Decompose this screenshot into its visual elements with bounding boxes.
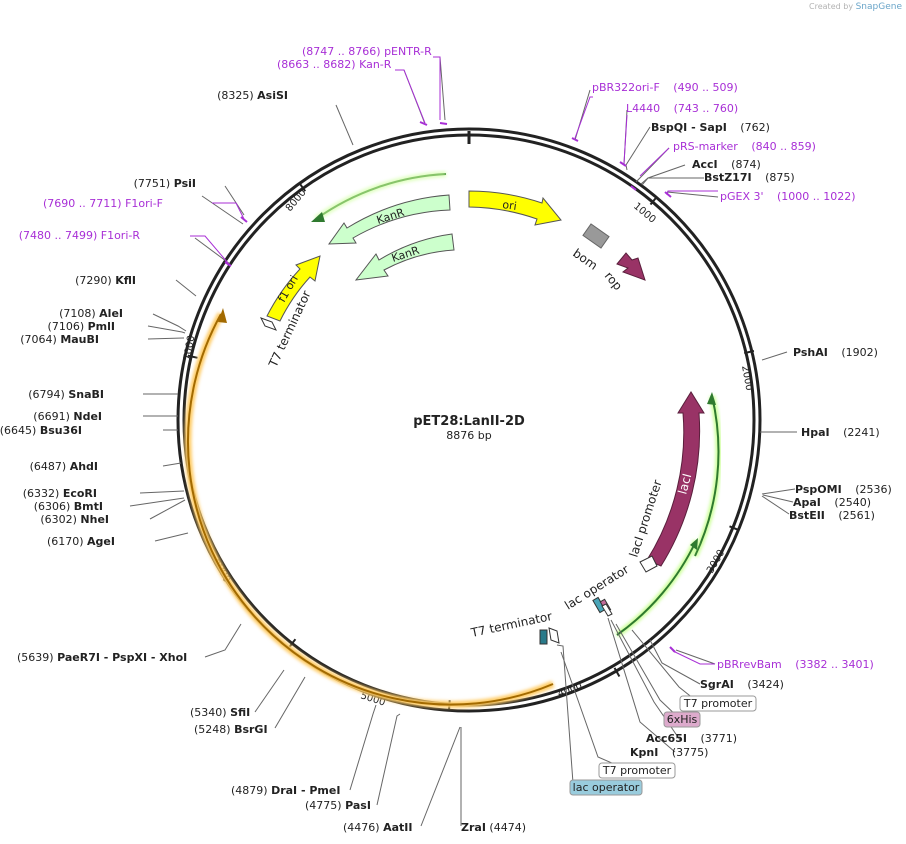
snapgene-credit: Created by SnapGene <box>809 2 902 12</box>
laci-label: lacI <box>675 472 694 496</box>
t7-promoter-box-1[interactable] <box>679 695 757 712</box>
rop-label: rop <box>602 269 625 293</box>
top-labels: (8747 .. 8766) pENTR-R (8663 .. 8682) Ka… <box>277 45 432 71</box>
label-ndei[interactable]: (6691) NdeI <box>33 410 102 423</box>
label-pshai[interactable]: PshAI (1902) <box>793 346 878 359</box>
ori-label: ori <box>502 198 518 213</box>
lac-operator-box[interactable] <box>569 779 643 796</box>
label-pgex3[interactable]: pGEX 3' (1000 .. 1022) <box>720 190 856 203</box>
label-psii[interactable]: (7751) PsiI <box>134 177 196 190</box>
t7-promoter-small-marker <box>601 603 613 617</box>
label-prs-marker[interactable]: pRS-marker (840 .. 859) <box>673 140 816 153</box>
kanr-outer-arrowhead <box>311 212 325 222</box>
label-kfli[interactable]: (7290) KflI <box>75 274 136 287</box>
label-alei[interactable]: (7108) AleI <box>59 307 123 320</box>
t7-promoter-box-1-text: T7 promoter <box>683 697 753 710</box>
t7-terminator-lower-feature <box>539 629 548 645</box>
label-l4440[interactable]: L4440 (743 .. 760) <box>626 102 738 115</box>
laci-promoter-arc <box>694 395 720 557</box>
t7-promoter-arrowhead <box>690 538 698 550</box>
label-asisi[interactable]: (8325) AsiSI <box>217 89 288 102</box>
t7-terminator-lower-marker <box>548 627 560 644</box>
lac-operator-box-text: lac operator <box>573 781 640 794</box>
laci-feature <box>646 391 705 567</box>
label-acci[interactable]: AccI (874) <box>692 158 761 171</box>
kanr-2-label: KanR <box>390 244 421 265</box>
label-snabi[interactable]: (6794) SnaBI <box>28 388 104 401</box>
tick-label-7000: 7000 <box>182 335 197 362</box>
label-pasi[interactable]: (4775) PasI <box>305 799 371 812</box>
backbone-ring-outer <box>176 127 762 713</box>
label-aatii[interactable]: (4476) AatII <box>343 821 412 834</box>
right-labels: pBR322ori-F (490 .. 509) L4440 (743 .. 7… <box>592 81 892 759</box>
ori-feature <box>468 190 562 226</box>
label-sgrai[interactable]: SgrAI (3424) <box>700 678 784 691</box>
kanr-outer-glow <box>314 171 447 222</box>
label-agei[interactable]: (6170) AgeI <box>47 535 115 548</box>
bom-label: bom <box>570 246 600 273</box>
label-sapi[interactable]: BspQI - SapI (762) <box>651 121 770 134</box>
insert-glow-arc <box>184 312 555 709</box>
ticks-layer <box>187 182 755 711</box>
kanr-1-label: KanR <box>375 206 406 227</box>
plasmid-name: pET28:LanII-2D <box>413 414 525 429</box>
f1-ori-feature <box>266 255 321 322</box>
label-xhoi[interactable]: (5639) PaeR7I - PspXI - XhoI <box>17 651 187 664</box>
his-tag-box-text: 6xHis <box>667 713 698 726</box>
t7-promoter-box-2[interactable] <box>598 762 676 779</box>
label-bsteii[interactable]: BstEII (2561) <box>789 509 875 522</box>
label-apai[interactable]: ApaI (2540) <box>793 496 871 509</box>
bom-feature <box>582 223 610 249</box>
label-hpai[interactable]: HpaI (2241) <box>801 426 880 439</box>
kanr-feature-2 <box>354 233 455 281</box>
primer-leaders <box>190 56 718 665</box>
plasmid-length: 8876 bp <box>446 429 491 442</box>
insert-arc <box>186 313 554 706</box>
kanr-feature-1 <box>328 194 451 245</box>
tick-label-4000: 4000 <box>556 681 584 700</box>
label-acc65i[interactable]: Acc65I (3771) <box>646 732 737 745</box>
tick-label-2000: 2000 <box>739 365 754 392</box>
label-kan-r-primer[interactable]: (8663 .. 8682) Kan-R <box>277 58 392 71</box>
label-pmei[interactable]: (4879) DraI - PmeI <box>231 784 340 797</box>
label-sfii[interactable]: (5340) SfiI <box>190 706 250 719</box>
label-zrai[interactable]: ZraI (4474) <box>461 821 526 834</box>
left-labels: (8325) AsiSI (7751) PsiI (7690 .. 7711) … <box>0 89 526 834</box>
label-pbrrevbam[interactable]: pBRrevBam (3382 .. 3401) <box>717 658 874 671</box>
label-pspomi[interactable]: PspOMI (2536) <box>795 483 892 496</box>
t7-terminator-upper-marker <box>259 317 278 331</box>
rop-feature <box>616 252 646 281</box>
label-f1ori-f[interactable]: (7690 .. 7711) F1ori-F <box>43 197 163 210</box>
label-bstz17i[interactable]: BstZ17I (875) <box>704 171 795 184</box>
his-tag-box[interactable] <box>663 711 701 728</box>
laci-promoter-marker <box>639 555 658 573</box>
label-ecori[interactable]: (6332) EcoRI <box>23 487 97 500</box>
label-pentr-r[interactable]: (8747 .. 8766) pENTR-R <box>302 45 432 58</box>
label-maubi[interactable]: (7064) MauBI <box>20 333 99 346</box>
label-bsu36i[interactable]: (6645) Bsu36I <box>0 424 82 437</box>
t7-promoter-arc <box>616 540 697 636</box>
label-bsrgi[interactable]: (5248) BsrGI <box>194 723 268 736</box>
t7-promoter-box-2-text: T7 promoter <box>602 764 672 777</box>
label-ahdi[interactable]: (6487) AhdI <box>30 460 98 473</box>
boxed-labels: T7 promoter 6xHis T7 promoter lac operat… <box>569 695 757 796</box>
label-pmli[interactable]: (7106) PmlI <box>48 320 115 333</box>
insert-arrowhead <box>218 308 227 323</box>
label-pbr322ori-f[interactable]: pBR322ori-F (490 .. 509) <box>592 81 738 94</box>
label-nhei[interactable]: (6302) NheI <box>40 513 109 526</box>
laci-promoter-arrowhead <box>707 392 716 405</box>
label-f1ori-r[interactable]: (7480 .. 7499) F1ori-R <box>19 229 141 242</box>
snapgene-logo-text: SnapGene <box>855 2 902 12</box>
label-bmti[interactable]: (6306) BmtI <box>34 500 103 513</box>
label-kpni[interactable]: KpnI (3775) <box>630 746 708 759</box>
